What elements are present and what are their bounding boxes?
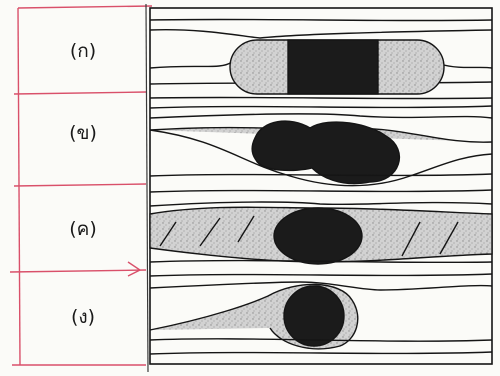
flow-line (440, 64, 492, 68)
flow-line (150, 274, 492, 276)
ellipse-core (274, 208, 362, 264)
flow-line (150, 114, 492, 118)
flow-line (150, 30, 492, 38)
row-label-b: (ข) (38, 118, 128, 148)
guide-line-3 (10, 270, 146, 272)
flow-line (150, 62, 232, 68)
row-c-diagram (150, 190, 492, 264)
flow-line (150, 106, 492, 108)
row-label-d: (ง) (38, 302, 128, 332)
flow-line (150, 97, 492, 98)
flow-line (150, 352, 492, 354)
row-b-diagram (150, 106, 492, 186)
panel-divider (146, 4, 148, 372)
guide-line-top (18, 6, 152, 8)
row-d-diagram (150, 274, 492, 354)
flow-line (150, 19, 492, 20)
round-core (284, 286, 344, 346)
guide-arrow (128, 262, 140, 276)
guide-line-2 (14, 184, 146, 186)
flow-line (150, 202, 492, 206)
capsule-core (288, 40, 378, 94)
row-a-diagram (150, 19, 492, 98)
row-label-c: (ค) (38, 214, 128, 244)
guide-line-1 (14, 92, 146, 94)
row-label-a: (ก) (38, 36, 128, 66)
flow-line (150, 190, 492, 192)
